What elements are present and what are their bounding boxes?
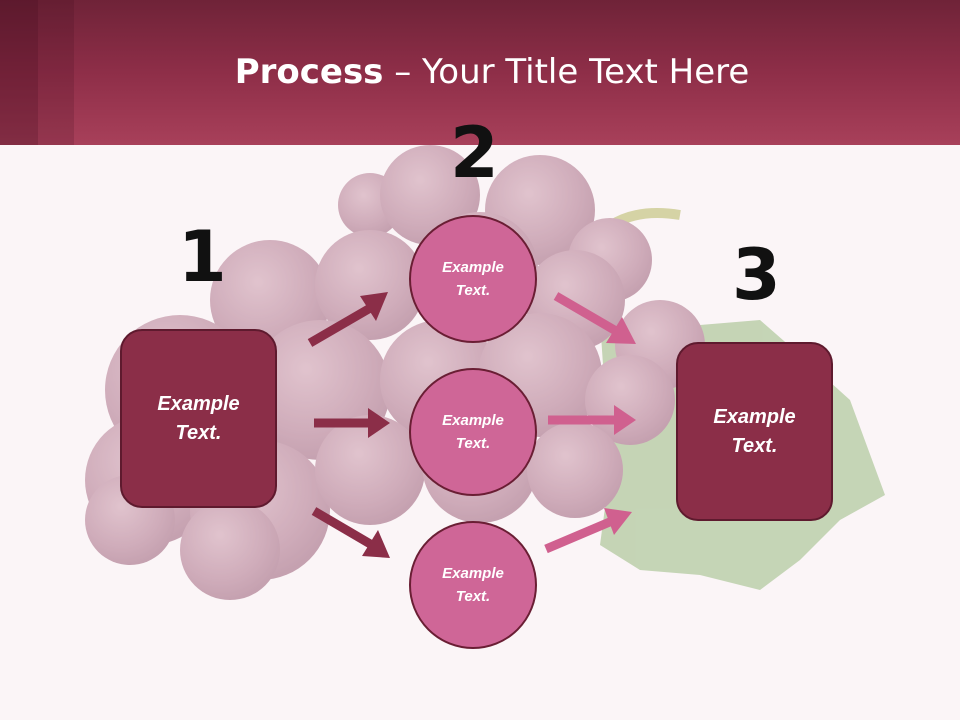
arrow-top-to-right	[553, 292, 636, 344]
title-bar	[0, 0, 960, 145]
arrow-left-to-bottom	[311, 507, 390, 558]
arrow-left-to-middle	[314, 408, 390, 438]
step-2a-text: Example Text.	[442, 259, 504, 299]
step-3-box: Example Text.	[676, 342, 833, 521]
title-bold: Process	[234, 52, 384, 92]
step-number-2: 2	[450, 112, 499, 194]
arrow-middle-to-right	[548, 405, 636, 435]
arrow-left-to-top	[307, 292, 388, 347]
step-2a-circle: Example Text.	[409, 215, 537, 343]
header-accent-stripe	[0, 0, 38, 145]
step-2c-text: Example Text.	[442, 565, 504, 605]
header-accent-stripe	[38, 0, 74, 145]
step-3-text: Example Text.	[713, 405, 796, 457]
step-1-text: Example Text.	[157, 392, 240, 444]
arrow-bottom-to-right	[544, 508, 632, 554]
step-2b-circle: Example Text.	[409, 368, 537, 496]
title-rest: – Your Title Text Here	[383, 52, 750, 92]
step-number-3: 3	[732, 234, 781, 316]
slide-title: Process – Your Title Text Here	[0, 52, 960, 92]
step-2c-circle: Example Text.	[409, 521, 537, 649]
step-number-1: 1	[178, 216, 227, 298]
step-2b-text: Example Text.	[442, 412, 504, 452]
step-1-box: Example Text.	[120, 329, 277, 508]
